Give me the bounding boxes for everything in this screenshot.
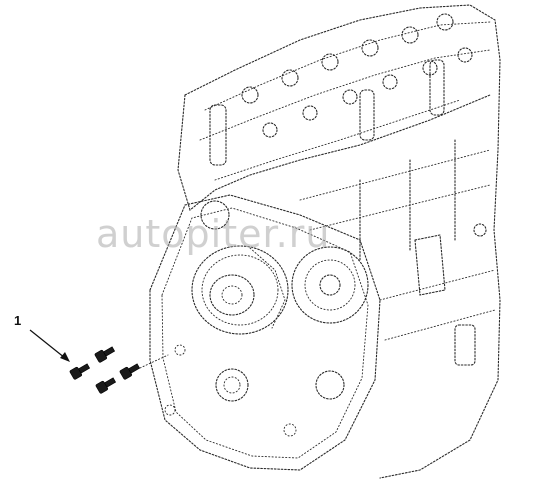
bolt: [69, 363, 91, 380]
timing-cover: [149, 194, 381, 471]
bolt: [95, 377, 117, 394]
bolt: [94, 346, 116, 363]
bolt: [119, 363, 141, 380]
pulley: [191, 245, 289, 335]
watermark: autopiter.ru: [96, 212, 331, 256]
callout-leader: [29, 329, 70, 362]
engine-block: [177, 4, 501, 479]
bolt-set: [69, 346, 141, 394]
callout-number: 1: [14, 313, 22, 328]
